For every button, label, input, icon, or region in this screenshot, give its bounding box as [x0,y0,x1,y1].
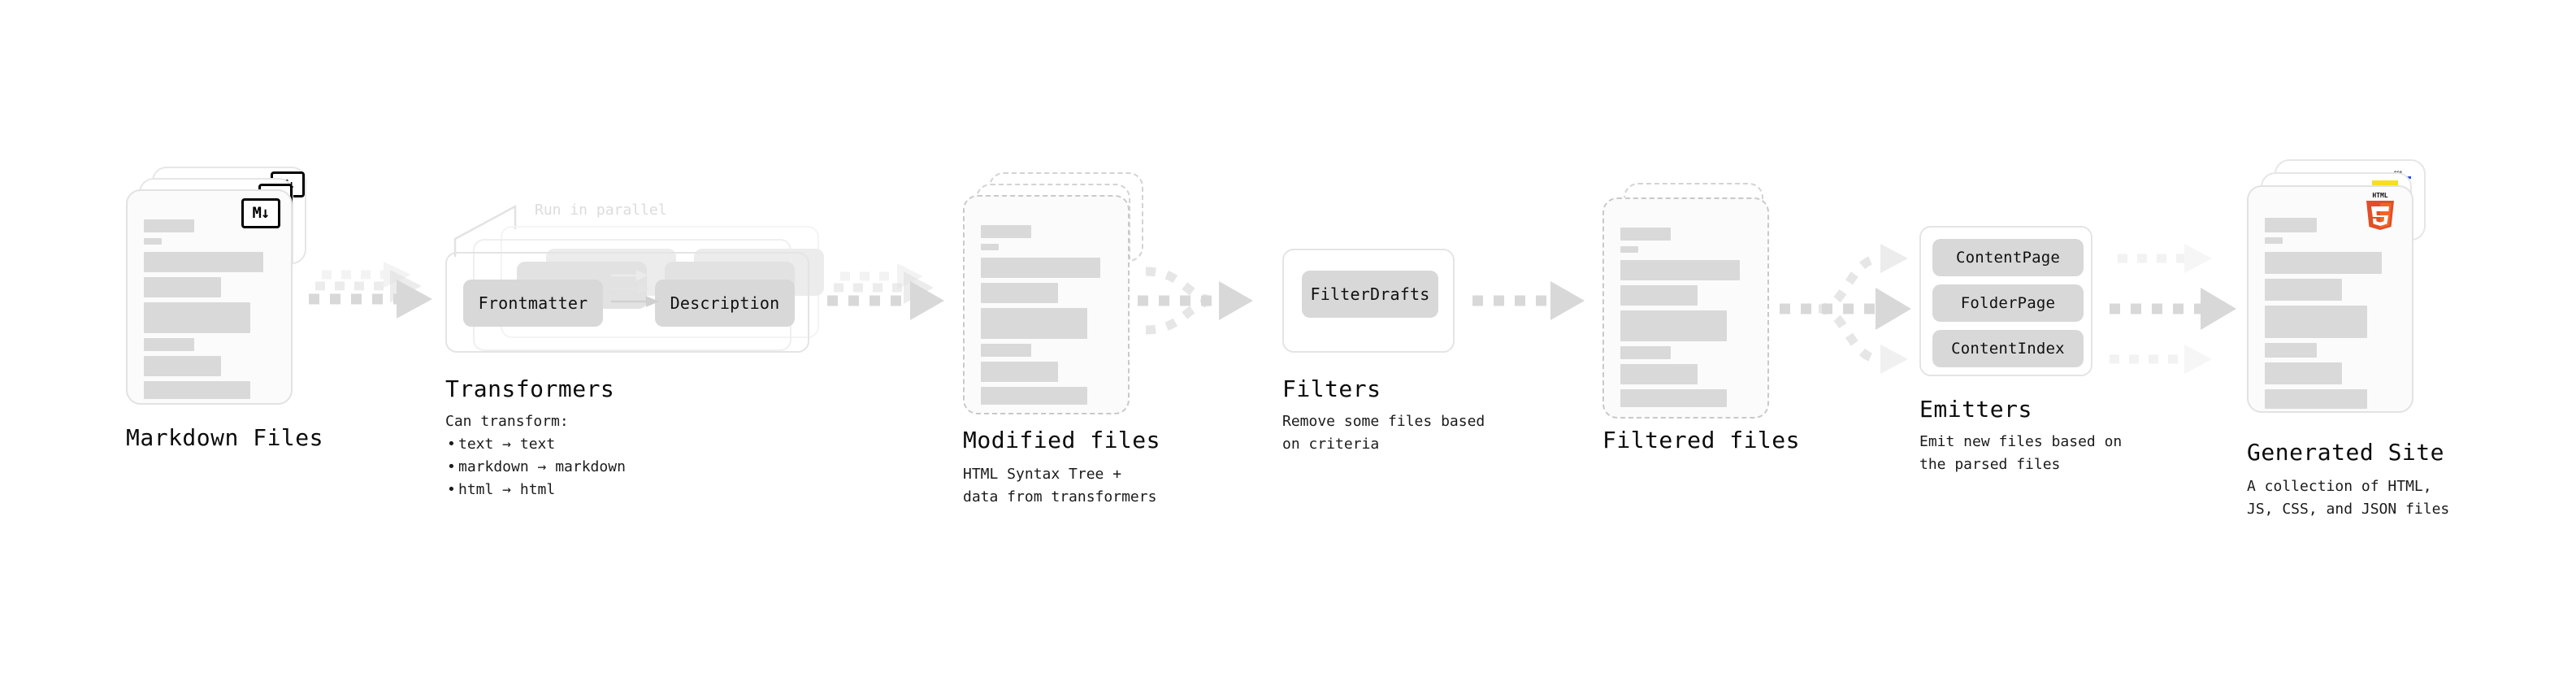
html5-icon: HTML [2362,190,2398,232]
arrow-filtered-to-emitters [1780,244,1911,374]
content-bar [981,344,1031,357]
transformer-chip-frontmatter[interactable]: Frontmatter [463,280,603,327]
modified-file-front [963,195,1130,414]
content-bar [144,219,194,232]
content-bar [1620,246,1638,253]
content-bar [1620,389,1727,407]
parallel-bracket [453,204,517,257]
filters-panel: FilterDrafts [1282,249,1455,353]
content-bar [981,387,1087,405]
content-bar [1620,364,1698,384]
content-bar [981,258,1100,278]
content-bar [2265,279,2342,301]
transformers-title: Transformers [445,375,615,402]
content-bar [1620,346,1671,359]
content-bar [144,338,194,351]
filtered-files-title: Filtered files [1602,427,1801,453]
emitter-chip-contentindex[interactable]: ContentIndex [1932,330,2084,367]
markdown-badge-front: M↓ [241,198,280,228]
emitter-chip-contentpage[interactable]: ContentPage [1932,239,2084,276]
content-bar [2265,252,2382,274]
content-bar [981,283,1058,303]
emitters-title: Emitters [1919,396,2032,423]
filters-description: Remove some files based on criteria [1282,413,1485,453]
list-item: html → html [447,479,626,501]
content-bar [981,308,1087,339]
arrow-filters-to-filtered [1472,281,1585,320]
emitters-panel: ContentPage FolderPage ContentIndex [1919,226,2092,376]
emitter-chip-folderpage[interactable]: FolderPage [1932,284,2084,322]
content-bar [144,277,221,297]
arrow-markdown-to-transformers [309,262,432,319]
content-bar [144,302,250,333]
emitters-description: Emit new files based on the parsed files [1919,433,2123,473]
filters-title: Filters [1282,375,1381,402]
content-bar [981,244,999,250]
modified-files-title: Modified files [963,427,1161,453]
content-bar [981,225,1031,238]
list-item: markdown → markdown [447,456,626,479]
run-in-parallel-label: Run in parallel [535,202,667,219]
content-bar [2265,362,2342,384]
list-item: text → text [447,433,626,456]
content-bar [144,356,221,376]
content-bar [2265,218,2317,232]
transformer-inner-arrows [611,269,660,307]
transformers-desc-lead: Can transform: [445,413,569,430]
content-bar [1620,285,1698,306]
content-bar [2265,343,2317,358]
content-bar [1620,228,1671,241]
transformer-panel-front: Frontmatter Description [445,252,809,353]
transformers-bullet-list: text → text markdown → markdown html → h… [445,433,626,501]
content-bar [1620,310,1727,341]
filtered-file-front [1602,197,1769,419]
content-bar [2265,306,2367,338]
content-bar [144,252,263,272]
arrow-transformers-to-modified [827,263,944,320]
content-bar [981,362,1058,382]
markdown-files-title: Markdown Files [126,424,324,451]
svg-text:HTML: HTML [2372,192,2387,199]
transformer-chip-description[interactable]: Description [655,280,795,327]
content-bar [1620,260,1740,280]
filter-chip-filterdrafts[interactable]: FilterDrafts [1302,271,1438,318]
transformers-description: Can transform: text → text markdown → ma… [445,410,626,501]
content-bar [2265,237,2283,244]
generated-site-title: Generated Site [2247,439,2445,466]
content-bar [144,238,162,245]
modified-files-description: HTML Syntax Tree + data from transformer… [963,466,1157,505]
generated-site-description: A collection of HTML, JS, CSS, and JSON … [2247,478,2450,518]
arrow-emitters-to-site [2110,244,2236,374]
content-bar [2265,389,2367,409]
arrow-modified-to-filters [1138,267,1253,335]
content-bar [144,381,250,399]
